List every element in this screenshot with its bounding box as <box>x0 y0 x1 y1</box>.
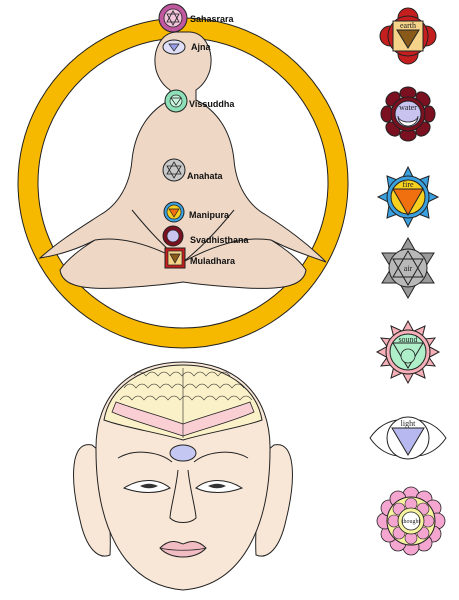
thought-label: thought <box>402 519 421 525</box>
anahata-chakra-icon <box>162 158 186 182</box>
fire-chakra-icon: fire <box>376 165 440 229</box>
urna <box>169 444 197 462</box>
manipura-chakra-icon <box>163 201 185 223</box>
water-label: water <box>399 103 417 112</box>
earth-chakra-icon: earth <box>379 7 437 65</box>
water-chakra-icon: water <box>380 86 436 142</box>
vissuddha-chakra-icon <box>164 89 188 113</box>
sahasrara-chakra-icon <box>158 3 188 33</box>
manipura-label: Manipura <box>189 210 230 220</box>
svadhisthana-chakra-icon <box>162 225 184 247</box>
light-label: light <box>401 419 416 428</box>
vissuddha-label: Vissuddha <box>189 99 235 109</box>
muladhara-label: Muladhara <box>190 256 236 266</box>
ajna-chakra-icon <box>162 39 186 55</box>
anahata-label: Anahata <box>187 171 224 181</box>
sound-chakra-icon: sound <box>375 319 441 385</box>
golden-ring <box>17 17 349 349</box>
ajna-label: Ajna <box>191 42 211 52</box>
buddha-head <box>73 361 293 591</box>
muladhara-chakra-icon <box>164 247 186 269</box>
sound-label: sound <box>398 335 417 344</box>
air-label: air <box>404 264 413 273</box>
earth-label: earth <box>400 21 416 30</box>
svadhisthana-label: Svadhisthana <box>190 235 250 245</box>
lips <box>159 541 207 558</box>
nose <box>169 469 197 523</box>
light-chakra-icon: light <box>369 416 447 460</box>
thought-chakra-icon: thought <box>376 486 446 556</box>
fire-label: fire <box>402 180 414 189</box>
sahasrara-label: Sahasrara <box>190 14 235 24</box>
air-chakra-icon: air <box>381 236 435 300</box>
